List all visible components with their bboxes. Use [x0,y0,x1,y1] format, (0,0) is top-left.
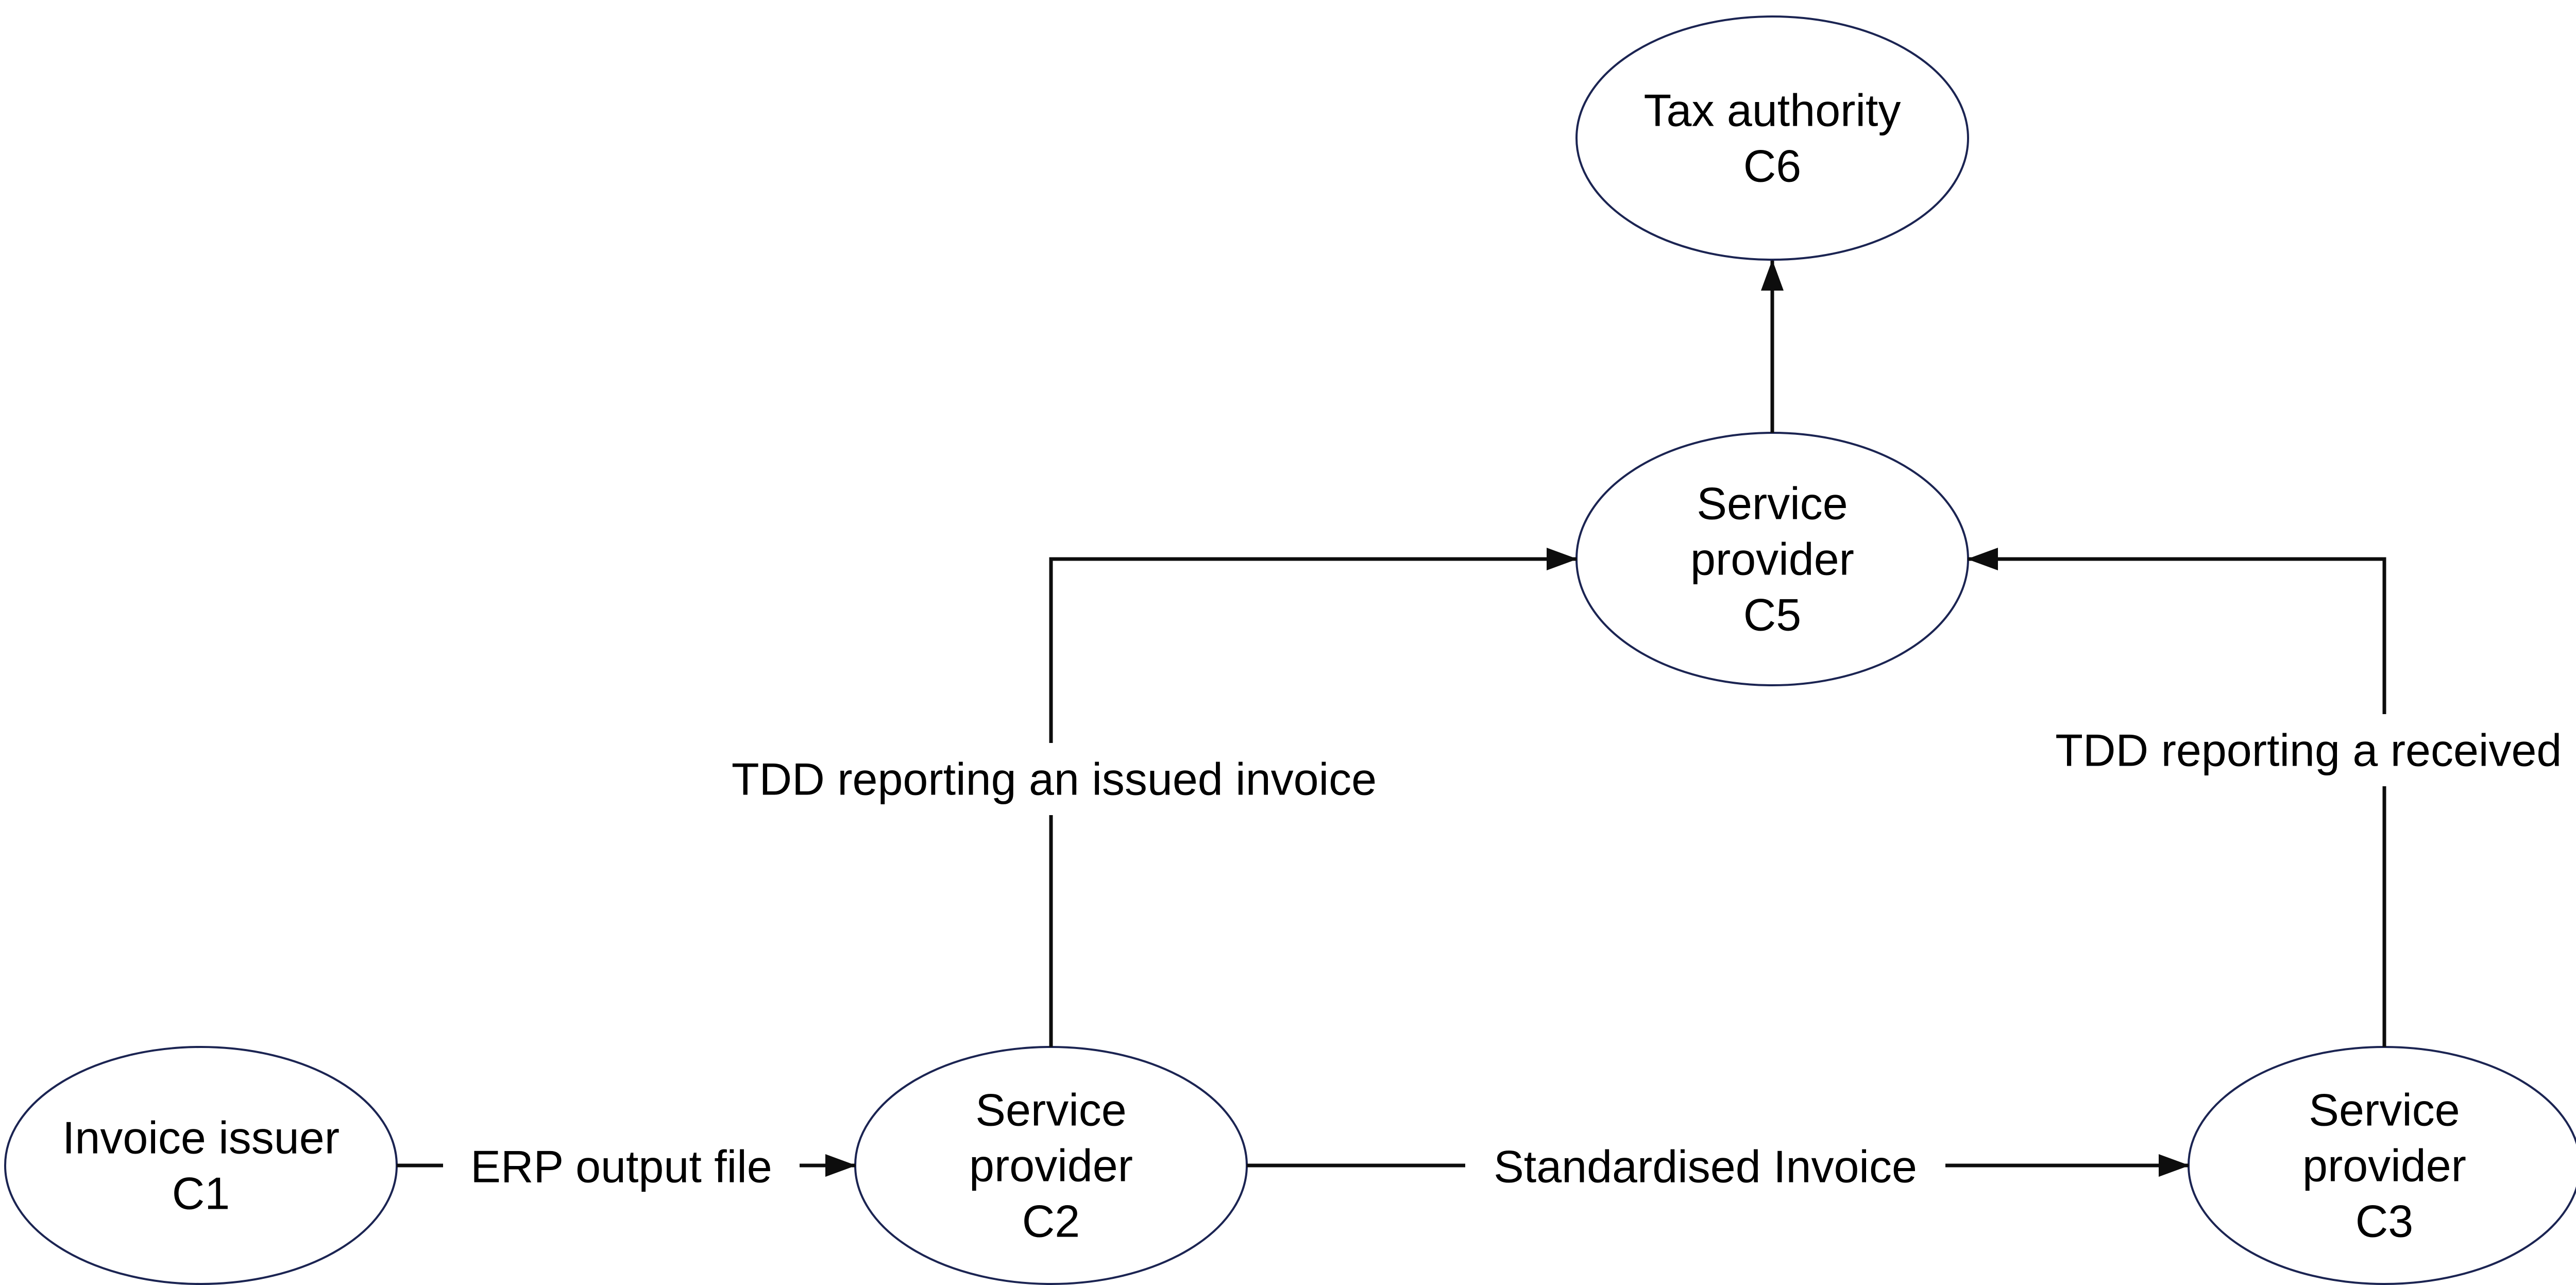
label-bg-tdd-received [1997,714,2576,786]
node-ellipse-tax-authority-c6 [1575,15,1969,261]
edge-label-tdd-issued-invoice: TDD reporting an issued invoice [732,754,1377,805]
node-label-invoice-issuer-c1: Invoice issuer C1 [62,1112,340,1219]
node-label-line: provider [969,1140,1133,1191]
node-label-line: provider [2302,1140,2466,1191]
node-label-service-provider-c5: Service provider C5 [1690,478,1854,640]
edge-c3-to-c5 [1967,548,2386,1047]
edge-c2-to-c5 [1049,548,1578,1047]
node-ellipse-invoice-issuer-c1 [4,1046,398,1285]
node-label-tax-authority-c6: Tax authority C6 [1644,85,1901,192]
node-label-line: Tax authority [1644,85,1901,136]
node-label-line: C3 [2355,1196,2414,1247]
node-label-line: Invoice issuer [62,1112,340,1163]
node-label-line: C2 [1022,1196,1080,1247]
node-label-line: C1 [172,1168,230,1219]
node-label-line: C5 [1743,589,1802,640]
edge-label-erp-output-file: ERP output file [470,1141,772,1192]
node-label-line: Service [975,1085,1126,1136]
label-bg-tdd-issued [676,743,1432,815]
node-label-line: Service [2309,1085,2460,1136]
edge-label-standardised-invoice: Standardised Invoice [1494,1141,1917,1192]
label-bg-erp-output [443,1130,800,1203]
node-label-line: Service [1697,478,1848,529]
node-label-service-provider-c3: Service provider C3 [2302,1085,2466,1247]
node-label-service-provider-c2: Service provider C2 [969,1085,1133,1247]
edge-label-tdd-received-invoice: TDD reporting a received invoice [2055,725,2576,776]
node-label-line: C6 [1743,141,1802,192]
label-bg-standardised-invoice [1465,1130,1945,1203]
node-label-line: provider [1690,534,1854,585]
